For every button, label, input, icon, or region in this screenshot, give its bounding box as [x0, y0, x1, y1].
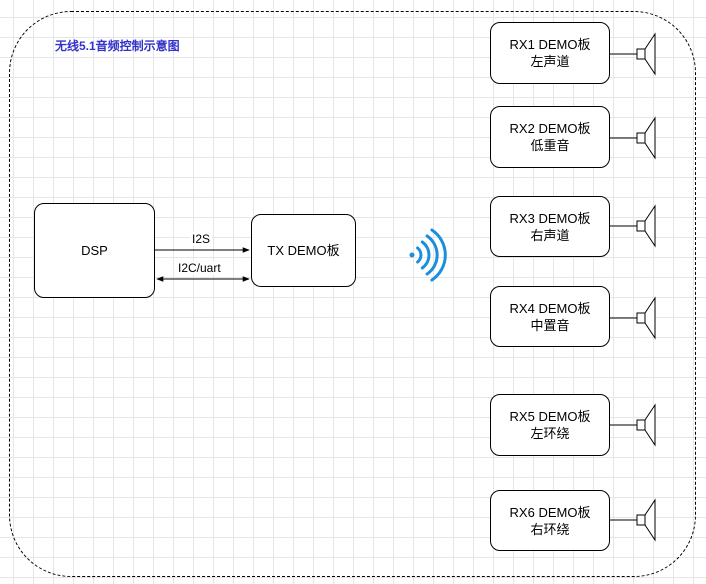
rx-name-label: RX3 DEMO板: [509, 210, 591, 226]
rx-name-label: RX5 DEMO板: [509, 409, 591, 424]
speaker-icon: [636, 32, 656, 76]
tx-demo-box[interactable]: TX DEMO板: [251, 214, 356, 287]
rx-role-label: 中置音: [530, 317, 570, 333]
dsp-box[interactable]: DSP: [34, 203, 155, 298]
i2s-label: I2S: [190, 232, 213, 246]
rx-name-label: RX6 DEMO板: [509, 504, 591, 520]
rx4-demo-box[interactable]: RX4 DEMO板 中置音: [490, 286, 610, 347]
rx-role-label: 右声道: [530, 227, 570, 243]
diagram-title: 无线5.1音频控制示意图: [55, 39, 180, 53]
rx5-demo-box[interactable]: RX5 DEMO板 左环绕: [490, 394, 610, 456]
rx-role-label: 右环绕: [530, 521, 570, 537]
system-boundary: [9, 11, 696, 577]
rx1-demo-box[interactable]: RX1 DEMO板 左声道: [490, 22, 610, 84]
rx-name-label: RX1 DEMO板: [509, 37, 591, 52]
speaker-connectors: [610, 53, 637, 521]
rx-role-label: 左声道: [530, 54, 570, 69]
rx-role-label: 低重音: [530, 138, 570, 153]
speaker-icon: [636, 498, 656, 542]
rx3-demo-box[interactable]: RX3 DEMO板 右声道: [490, 196, 610, 257]
rx-name-label: RX2 DEMO板: [509, 121, 591, 136]
rx6-demo-box[interactable]: RX6 DEMO板 右环绕: [490, 490, 610, 551]
i2c-uart-label: I2C/uart: [176, 261, 223, 275]
speaker-icon: [636, 204, 656, 248]
rx2-demo-box[interactable]: RX2 DEMO板 低重音: [490, 106, 610, 168]
tx-demo-label: TX DEMO板: [267, 243, 340, 258]
speaker-icon: [636, 116, 656, 160]
dsp-label: DSP: [81, 243, 108, 258]
rx-role-label: 左环绕: [530, 426, 570, 441]
wireless-signal-icon: [409, 228, 447, 282]
speaker-icon: [636, 296, 656, 340]
rx-name-label: RX4 DEMO板: [509, 300, 591, 316]
speaker-icon: [636, 403, 656, 447]
